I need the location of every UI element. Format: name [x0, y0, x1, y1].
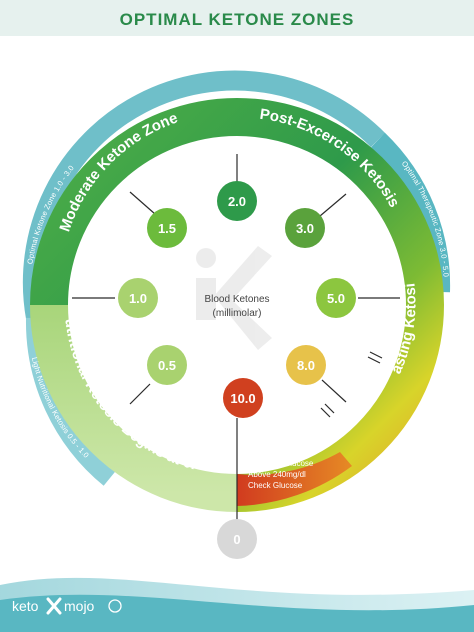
svg-text:1.0: 1.0 [129, 291, 147, 306]
bubble-2-0: 2.0 [217, 181, 257, 221]
svg-text:2.0: 2.0 [228, 194, 246, 209]
divider-ticks [320, 351, 383, 418]
bubble-10-0: 10.0 [223, 378, 263, 418]
svg-text:3.0: 3.0 [296, 221, 314, 236]
brand-name-left: keto [12, 598, 39, 614]
center-label-line2: (millimolar) [213, 308, 262, 319]
bubble-0-5: 0.5 [147, 345, 187, 385]
ketoacidosis-line2: Above 240mg/dl [248, 470, 306, 479]
ketoacidosis-title: Ketoacidosis [248, 444, 307, 455]
center-label-line1: Blood Ketones [204, 294, 269, 305]
main-ring [30, 98, 445, 512]
optimal-ketone-band [22, 70, 386, 320]
brand-name-right: mojo [64, 598, 95, 614]
svg-text:1.5: 1.5 [158, 221, 176, 236]
footer-wave-front [0, 594, 474, 632]
svg-text:0.5: 0.5 [158, 358, 176, 373]
bubble-3-0: 3.0 [285, 208, 325, 248]
bubble-8-0: 8.0 [286, 345, 326, 385]
ketoacidosis-line1: Caution if Glucose [248, 459, 314, 468]
brand-x-icon [46, 597, 62, 615]
svg-text:0: 0 [233, 532, 240, 547]
bubble-0: 0 [217, 519, 257, 559]
spokes [72, 154, 400, 522]
nutritional-ring [30, 304, 238, 512]
watermark-logo [196, 246, 272, 350]
bubble-5-0: 5.0 [316, 278, 356, 318]
svg-text:5.0: 5.0 [327, 291, 345, 306]
page-title: OPTIMAL KETONE ZONES [120, 10, 355, 29]
bubble-1-5: 1.5 [147, 208, 187, 248]
title-bar [0, 0, 474, 36]
svg-text:8.0: 8.0 [297, 358, 315, 373]
ketoacidosis-line3: Check Glucose [248, 481, 303, 490]
bubble-1-0: 1.0 [118, 278, 158, 318]
brand-mark-icon [108, 599, 122, 613]
svg-text:10.0: 10.0 [230, 391, 255, 406]
ketoacidosis-segment [237, 452, 352, 506]
